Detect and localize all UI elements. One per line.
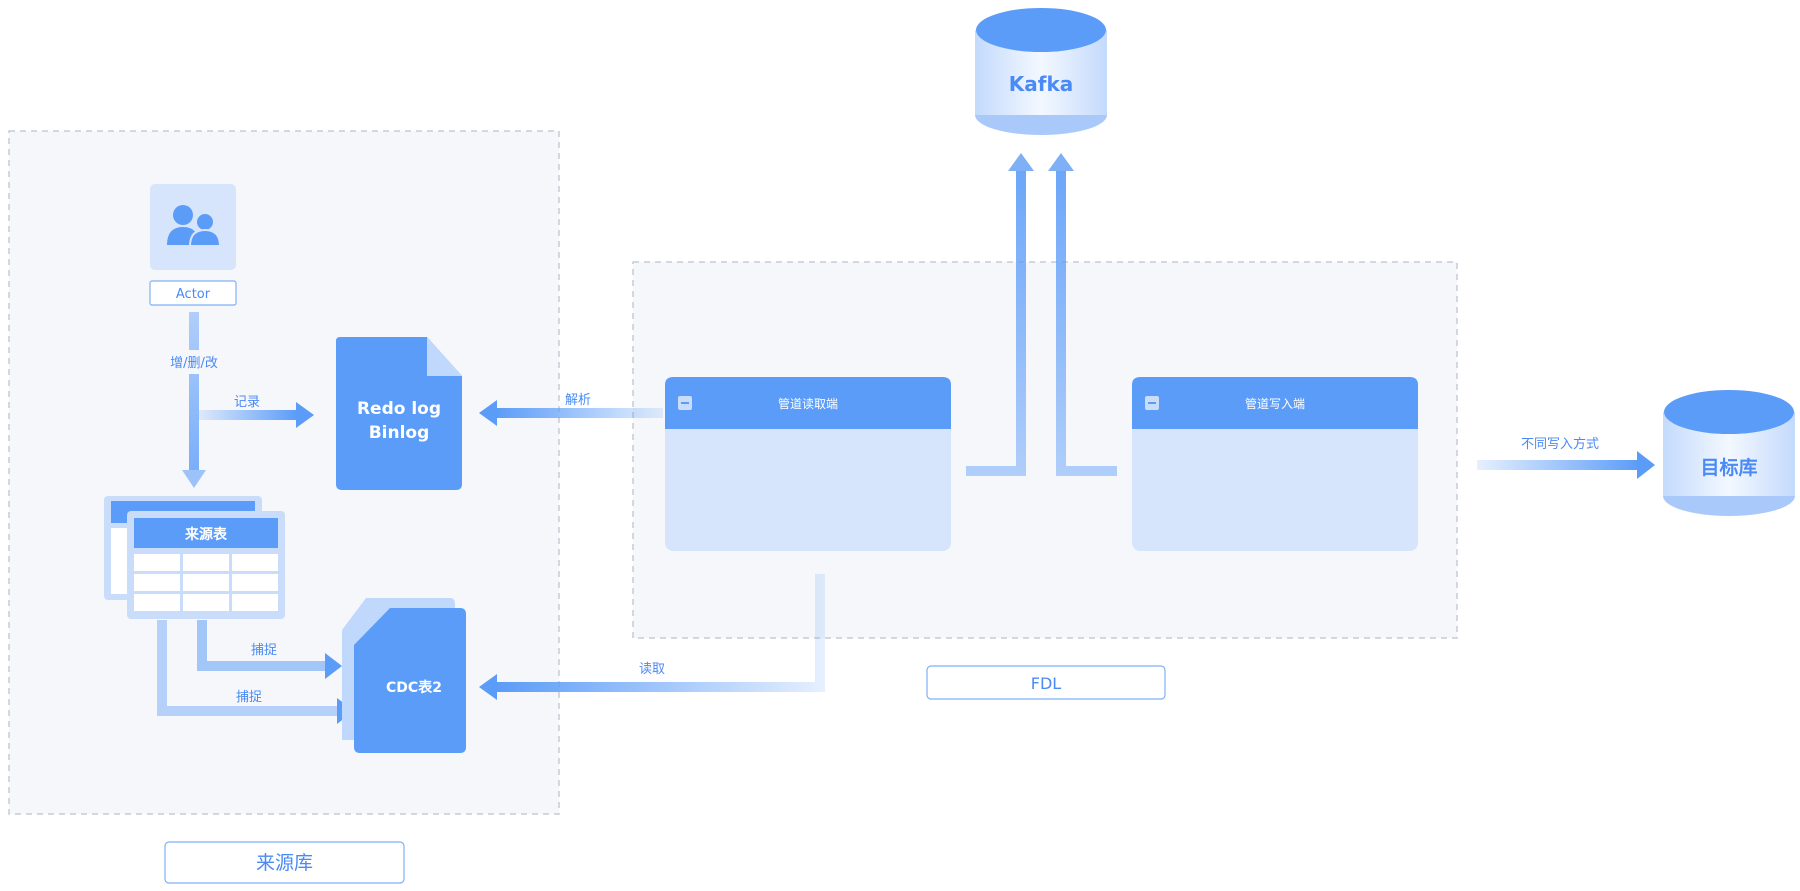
- source-group-label-box: [164, 841, 405, 884]
- source-group-frame: [8, 130, 560, 815]
- fdl-group-label: FDL: [1031, 674, 1062, 693]
- parse-label: 解析: [565, 393, 591, 408]
- record-arrow-head: [296, 402, 314, 428]
- actor-label-box: [149, 280, 237, 306]
- capture-arrow-1-shaft: [197, 620, 327, 671]
- actor-icon-tile: [150, 184, 236, 270]
- crud-arrow-head: [182, 470, 206, 488]
- crud-arrow-shaft: [189, 312, 199, 470]
- reader-title: 管道读取端: [778, 396, 838, 411]
- parse-arrow-shaft: [495, 408, 663, 418]
- parse-arrow-head: [479, 400, 497, 426]
- write-arrow-head: [1637, 451, 1655, 479]
- source-group-label: 来源库: [256, 852, 313, 874]
- log-label-line1: Redo log: [357, 399, 441, 419]
- target-database-icon: [1663, 390, 1795, 516]
- writer-title: 管道写入端: [1245, 396, 1305, 411]
- writer-to-kafka-arrow-head: [1048, 153, 1074, 171]
- kafka-database-icon: [975, 8, 1107, 135]
- write-arrow-shaft: [1477, 460, 1639, 470]
- write-label: 不同写入方式: [1521, 436, 1599, 452]
- target-label: 目标库: [1700, 456, 1757, 479]
- reader-to-kafka-arrow-shaft: [966, 170, 1026, 476]
- record-arrow-shaft: [199, 410, 297, 420]
- cdc-document: [354, 608, 466, 753]
- capture-arrow-1-head: [325, 653, 342, 679]
- capture-label-1: 捕捉: [251, 642, 277, 658]
- read-arrow-head: [479, 674, 497, 700]
- crud-label: 增/删/改: [170, 356, 218, 371]
- log-document-fold: [427, 337, 462, 376]
- source-table-label: 来源表: [184, 526, 228, 543]
- record-label: 记录: [234, 395, 260, 410]
- actor-label: Actor: [176, 287, 211, 302]
- log-label-line2: Binlog: [369, 423, 430, 443]
- user-group-icon: [167, 205, 222, 247]
- pipeline-writer-window: 管道写入端: [1132, 377, 1418, 551]
- cdc-label: CDC表2: [386, 679, 442, 696]
- reader-to-kafka-arrow-head: [1008, 153, 1034, 171]
- kafka-label: Kafka: [1009, 72, 1074, 96]
- fdl-group-label-box: [926, 665, 1166, 700]
- capture-arrow-2-shaft: [157, 620, 338, 716]
- source-table: 来源表: [127, 511, 285, 619]
- capture-label-2: 捕捉: [236, 689, 262, 705]
- read-label: 读取: [639, 662, 665, 677]
- writer-to-kafka-arrow-shaft: [1056, 170, 1117, 476]
- pipeline-reader-window: 管道读取端: [665, 377, 951, 551]
